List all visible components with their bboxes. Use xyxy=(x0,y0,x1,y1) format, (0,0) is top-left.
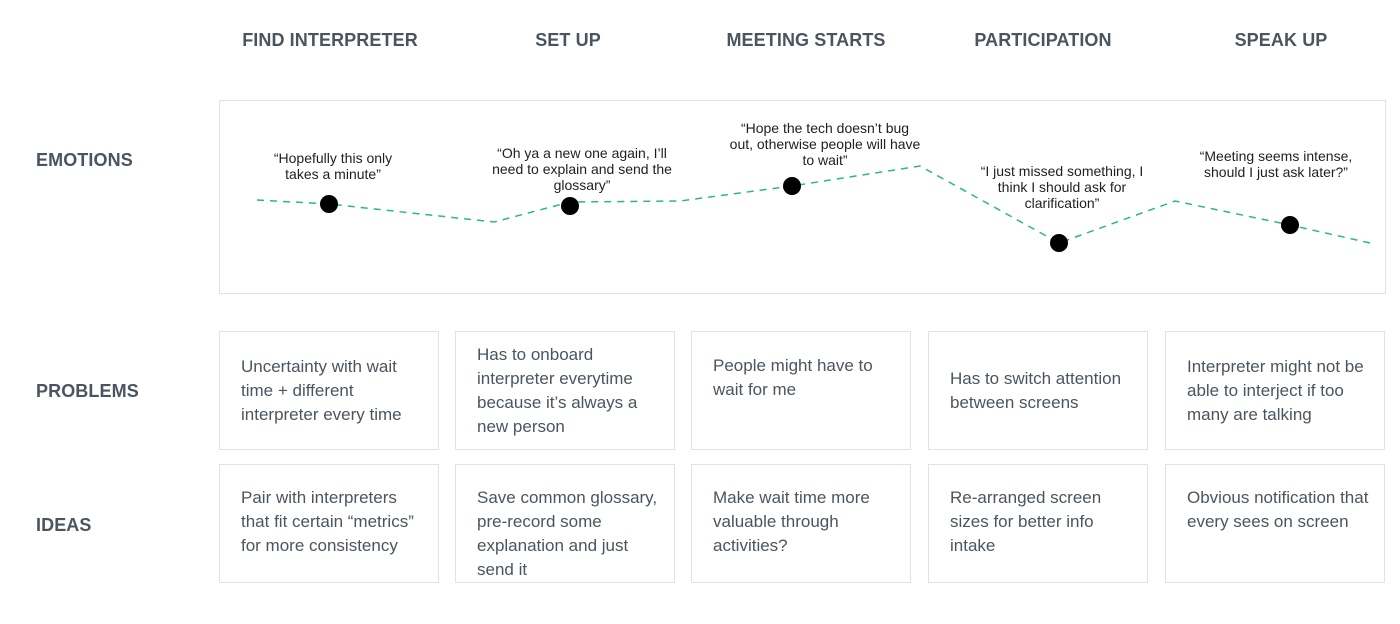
idea-card: Re-arranged screen sizes for better info… xyxy=(928,464,1148,583)
problem-card: Has to switch attention between screens xyxy=(928,331,1148,450)
idea-card: Save common glossary, pre-record some ex… xyxy=(455,464,675,583)
stage-header-set-up: SET UP xyxy=(535,30,601,50)
idea-text: Save common glossary, pre-record some ex… xyxy=(477,488,658,579)
idea-card: Make wait time more valuable through act… xyxy=(691,464,911,583)
problem-card: Uncertainty with wait time + different i… xyxy=(219,331,439,450)
stage-header-participation: PARTICIPATION xyxy=(974,30,1112,50)
row-label-ideas: IDEAS xyxy=(36,515,92,535)
emotion-quote: “Hope the tech doesn’t bug out, otherwis… xyxy=(729,120,921,168)
problem-text: People might have to wait for me xyxy=(713,356,873,399)
problem-text: Has to onboard interpreter everytime bec… xyxy=(477,344,638,436)
idea-card: Pair with interpreters that fit certain … xyxy=(219,464,439,583)
problem-text: Uncertainty with wait time + different i… xyxy=(241,356,402,424)
emotion-quote: “Hopefully this only takes a minute” xyxy=(273,150,393,182)
problem-card: Has to onboard interpreter everytime bec… xyxy=(455,331,675,450)
emotion-quote: “I just missed something, I think I shou… xyxy=(980,163,1144,211)
idea-text: Obvious notification that every sees on … xyxy=(1187,488,1369,531)
idea-text: Re-arranged screen sizes for better info… xyxy=(950,488,1102,555)
emotion-panel xyxy=(219,100,1386,294)
stage-header-meeting-starts: MEETING STARTS xyxy=(726,30,886,50)
problem-text: Interpreter might not be able to interje… xyxy=(1187,356,1364,424)
idea-text: Pair with interpreters that fit certain … xyxy=(241,488,414,555)
emotion-quote: “Oh ya a new one again, I’ll need to exp… xyxy=(492,145,672,193)
problem-card: Interpreter might not be able to interje… xyxy=(1165,331,1385,450)
emotion-quote: “Meeting seems intense, should I just as… xyxy=(1199,148,1353,180)
stage-header-speak-up: SPEAK UP xyxy=(1234,30,1328,50)
row-label-problems: PROBLEMS xyxy=(36,381,139,401)
problem-text: Has to switch attention between screens xyxy=(950,368,1122,412)
problem-card: People might have to wait for me xyxy=(691,331,911,450)
stage-header-find-interpreter: FIND INTERPRETER xyxy=(242,30,418,50)
row-label-emotions: EMOTIONS xyxy=(36,150,133,170)
idea-card: Obvious notification that every sees on … xyxy=(1165,464,1385,583)
idea-text: Make wait time more valuable through act… xyxy=(713,488,870,555)
